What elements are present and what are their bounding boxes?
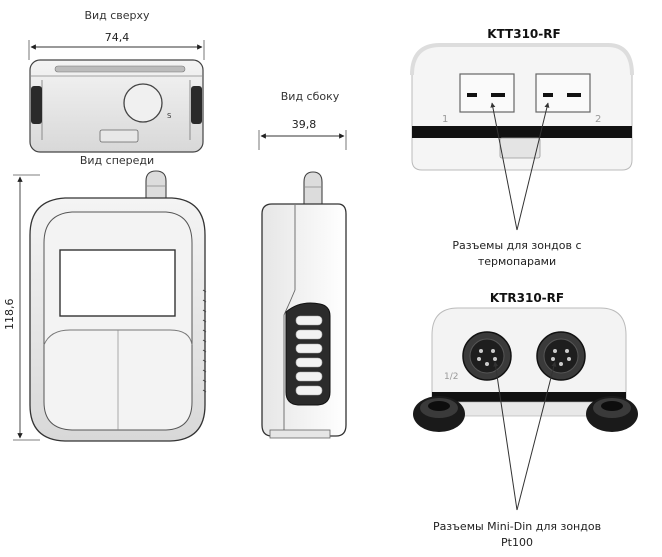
ktt-black-band xyxy=(412,126,632,138)
side-grip-rib-6 xyxy=(295,385,323,396)
ktt-port-1-label: 1 xyxy=(442,114,449,125)
ktt-caption-line-2: термопарами xyxy=(477,255,557,268)
top-body xyxy=(29,59,204,153)
ktr-body xyxy=(431,307,627,403)
ktt-top-highlight xyxy=(410,43,634,76)
side-antenna xyxy=(303,171,323,206)
top-side-grip-left xyxy=(31,86,42,124)
ktt-port-2-pin-b xyxy=(567,93,581,97)
ktr-photo xyxy=(413,307,638,511)
side-front-curve xyxy=(283,205,296,436)
front-display xyxy=(59,249,176,317)
ktr-black-band xyxy=(432,392,626,402)
side-grip-rib-2 xyxy=(295,329,323,340)
front-right-grip xyxy=(202,289,207,393)
side-grip-rib-5 xyxy=(295,371,323,382)
depth-dimension: 39,8 xyxy=(291,118,317,131)
height-dimension: 118,6 xyxy=(3,298,16,331)
ktr-caption-line-1: Разъемы Mini-Din для зондов xyxy=(432,520,602,533)
ktr-connector-2-inner xyxy=(543,338,579,374)
ktr-arrow-2 xyxy=(516,361,557,511)
ktr-port-label: 1/2 xyxy=(444,372,459,382)
top-side-grip-right xyxy=(191,86,202,124)
top-clip xyxy=(99,129,139,143)
ktr-connector-1-inner xyxy=(469,338,505,374)
top-view: S xyxy=(28,40,205,153)
side-grip-rib-3 xyxy=(295,343,323,354)
ktt-port-2-label: 2 xyxy=(595,114,602,125)
ktr-arrow-1 xyxy=(493,361,518,511)
front-lower-curve xyxy=(43,329,193,346)
top-view-label: Вид сверху xyxy=(84,9,150,22)
ktr-caption: Разъемы Mini-Din для зондов Pt100 xyxy=(377,519,657,551)
ktt-port-1-pin-b xyxy=(491,93,505,97)
side-view xyxy=(258,130,347,439)
ktr-caption-line-2: Pt100 xyxy=(501,536,533,549)
ktt-bottom-clip xyxy=(499,137,541,159)
ktr-cap-left xyxy=(413,396,465,432)
ktt-arrow-1 xyxy=(490,102,518,231)
ktt-arrow-2 xyxy=(516,102,550,231)
top-antenna-edge xyxy=(54,65,186,73)
side-bottom-ledge xyxy=(269,429,331,439)
ktt-title: KTT310-RF xyxy=(487,27,561,41)
ktt-caption: Разъемы для зондов с термопарами xyxy=(392,238,642,270)
top-mark: S xyxy=(167,112,172,120)
side-view-label: Вид сбоку xyxy=(280,90,340,103)
front-antenna xyxy=(145,170,167,201)
ktt-port-1-pin-a xyxy=(467,93,477,97)
width-dimension: 74,4 xyxy=(104,31,130,44)
ktt-caption-line-1: Разъемы для зондов с xyxy=(452,239,582,252)
ktr-cap-right xyxy=(586,396,638,432)
front-view-label: Вид спереди xyxy=(79,154,155,167)
side-grip-rib-4 xyxy=(295,357,323,368)
ktr-title: KTR310-RF xyxy=(489,291,565,305)
side-grip-rib-1 xyxy=(295,315,323,326)
top-connector-circle xyxy=(123,83,163,123)
front-view xyxy=(13,170,207,442)
ktt-photo xyxy=(410,43,634,231)
ktt-port-2-pin-a xyxy=(543,93,553,97)
